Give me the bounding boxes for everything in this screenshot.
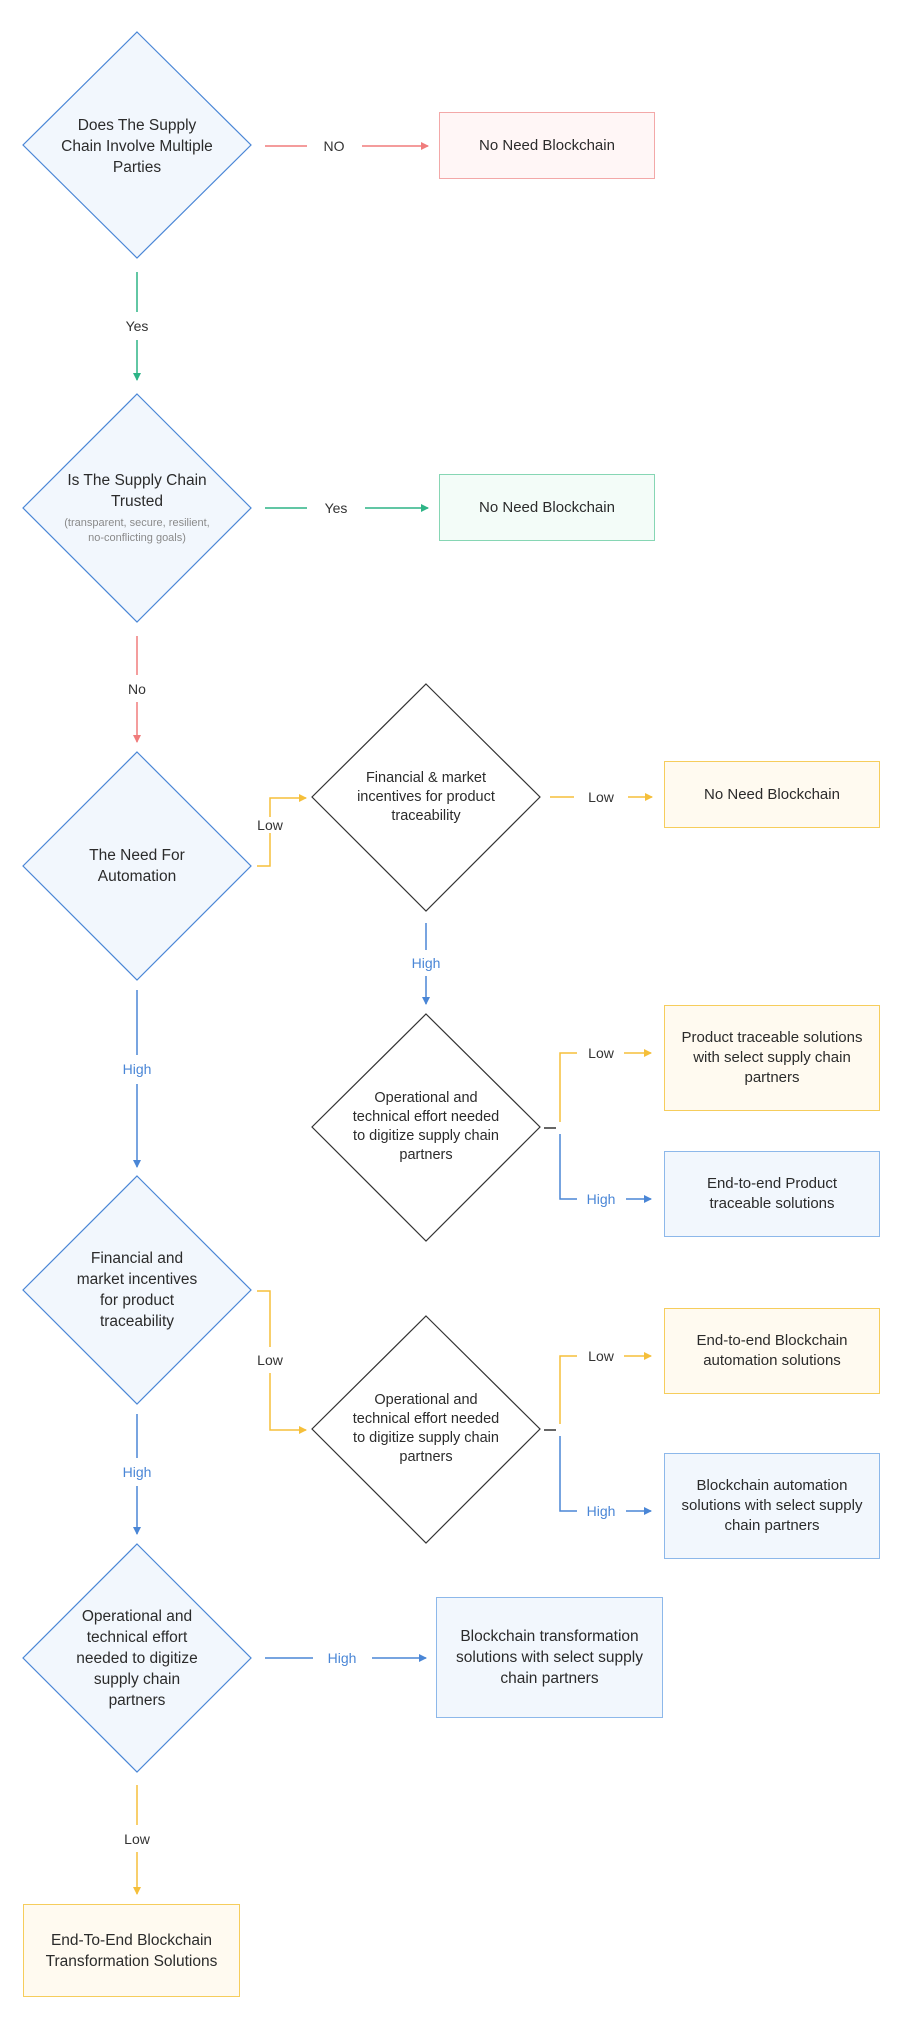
- decision-multiple-parties-shape: [22, 31, 252, 259]
- decision-text: The Need For Automation: [89, 847, 185, 885]
- decision-incentives-lower: Financial and market incentives for prod…: [67, 1240, 207, 1340]
- decision-note: (transparent, secure, resilient, no-conf…: [64, 517, 210, 544]
- decision-trusted: Is The Supply Chain Trusted (transparent…: [62, 460, 212, 556]
- decision-multiple-parties: Does The Supply Chain Involve Multiple P…: [57, 96, 217, 196]
- decision-incentives-upper: Financial & market incentives for produc…: [346, 757, 506, 837]
- edge-label-high: High: [119, 1464, 155, 1480]
- edge-label-yes: Yes: [321, 500, 351, 516]
- decision-text: Operational and technical effort needed …: [76, 1607, 198, 1709]
- connector: [559, 1436, 577, 1512]
- edge-label-high: High: [119, 1061, 155, 1077]
- outcome-automation-select: Blockchain automation solutions with sel…: [664, 1453, 880, 1559]
- connector: [257, 1290, 271, 1347]
- edge-label-no: NO: [320, 138, 348, 154]
- decision-text: Operational and technical effort needed …: [352, 1392, 500, 1465]
- edge-label-low: Low: [585, 1045, 617, 1061]
- edge-label-high: High: [583, 1191, 619, 1207]
- edge-label-high: High: [583, 1503, 619, 1519]
- outcome-end-to-end-automation: End-to-end Blockchain automation solutio…: [664, 1308, 880, 1394]
- decision-effort-middle: Operational and technical effort needed …: [346, 1384, 506, 1474]
- connector: [269, 1373, 307, 1434]
- decision-incentives-lower-shape: [22, 1175, 252, 1405]
- decision-effort-upper: Operational and technical effort needed …: [346, 1082, 506, 1172]
- edge-label-high: High: [408, 955, 444, 971]
- decision-text: Is The Supply Chain Trusted: [67, 472, 207, 510]
- outcome-no-need-blockchain: No Need Blockchain: [439, 112, 655, 179]
- decision-trusted-shape: [22, 393, 252, 623]
- outcome-product-traceable-select: Product traceable solutions with select …: [664, 1005, 880, 1111]
- decision-text: Does The Supply Chain Involve Multiple P…: [61, 116, 213, 176]
- connector: [559, 1134, 577, 1200]
- decision-text: Financial & market incentives for produc…: [357, 769, 495, 824]
- outcome-transformation-select: Blockchain transformation solutions with…: [436, 1597, 663, 1718]
- decision-effort-bottom: Operational and technical effort needed …: [67, 1600, 207, 1716]
- outcome-no-need-blockchain: No Need Blockchain: [439, 474, 655, 541]
- edge-label-low: Low: [585, 789, 617, 805]
- outcome-end-to-end-product: End-to-end Product traceable solutions: [664, 1151, 880, 1237]
- connector: [559, 1355, 577, 1424]
- decision-text: Operational and technical effort needed …: [352, 1090, 500, 1163]
- edge-label-low: Low: [254, 817, 286, 833]
- edge-label-yes: Yes: [122, 318, 152, 334]
- outcome-no-need-blockchain: No Need Blockchain: [664, 761, 880, 828]
- connector: [559, 1052, 577, 1122]
- edge-label-low: Low: [254, 1352, 286, 1368]
- edge-label-low: Low: [121, 1831, 153, 1847]
- edge-label-high: High: [324, 1650, 360, 1666]
- decision-effort-middle-shape: [311, 1315, 541, 1544]
- decision-incentives-upper-shape: [311, 683, 541, 912]
- decision-effort-upper-shape: [311, 1013, 541, 1242]
- decision-text: Financial and market incentives for prod…: [76, 1250, 198, 1330]
- edge-label-no: No: [125, 681, 149, 697]
- decision-effort-bottom-shape: [22, 1543, 252, 1773]
- outcome-end-to-end-transformation: End-To-End Blockchain Transformation Sol…: [23, 1904, 240, 1997]
- decision-automation: The Need For Automation: [67, 836, 207, 896]
- decision-automation-shape: [22, 751, 252, 981]
- edge-label-low: Low: [585, 1348, 617, 1364]
